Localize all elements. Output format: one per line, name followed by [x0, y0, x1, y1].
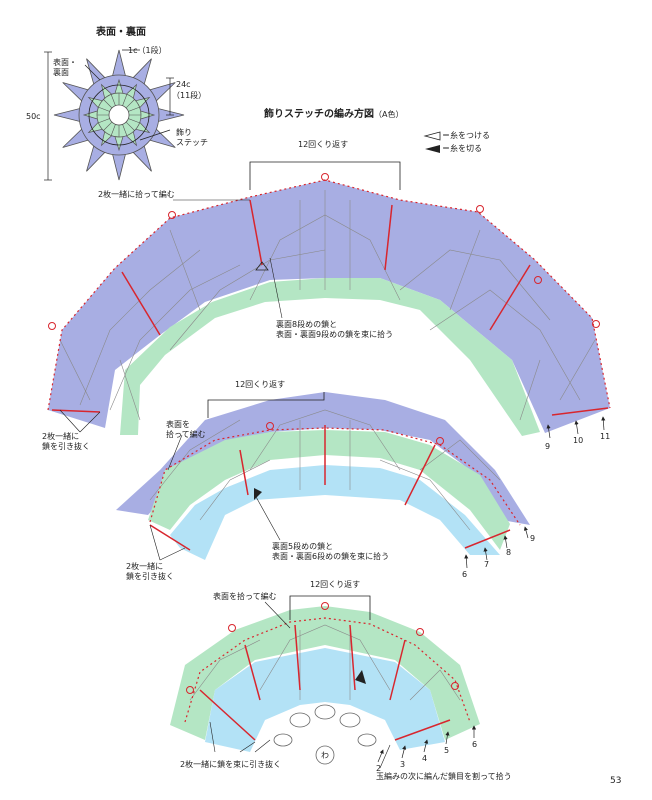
- mid-blue-band: [170, 465, 500, 560]
- mid-row-arrows: [464, 526, 529, 569]
- mid-pull-leader: [149, 524, 186, 561]
- top-purple-band: [48, 180, 610, 433]
- bottom-pull-label: 2枚一緒に鎖を束に引き抜く: [180, 760, 282, 769]
- top-row-11: 11: [600, 432, 611, 441]
- top-row-10: 10: [573, 436, 584, 445]
- mid-pull-label: 2枚一緒に 鎖を引き抜く: [126, 562, 174, 581]
- chart-title-text: 飾りステッチの編み方図: [264, 109, 374, 120]
- chart-title: 飾りステッチの編み方図（A色）: [264, 110, 403, 120]
- page-number: 53: [610, 776, 622, 786]
- thumb-title: 表面・裏面: [96, 27, 146, 38]
- top-row-arrows: [546, 416, 606, 439]
- mid-ring-marks: [266, 422, 444, 445]
- bottom-x-row: [184, 617, 471, 723]
- thumbnail-flower: [44, 49, 185, 181]
- bottom-ring-marks: [186, 602, 459, 694]
- bottom-row-6: 6: [472, 740, 478, 749]
- mid-stitch-lines: [149, 409, 501, 531]
- bottom-repeat-label: 12回くり返す: [310, 580, 361, 589]
- bottom-pick-label: 表面を拾って編む: [213, 592, 277, 601]
- bottom-pull-leader: [209, 721, 271, 753]
- bottom-center: [273, 704, 377, 765]
- mid-note-leader: [254, 494, 281, 541]
- top-note-leader: [269, 257, 283, 319]
- bottom-red-columns: [199, 624, 451, 741]
- bottom-pick-leader: [264, 601, 291, 629]
- legend-cut-icon: [425, 145, 440, 153]
- top-note-label: 裏面8段めの鎖と 表面・裏面9段めの鎖を束に拾う: [276, 320, 394, 339]
- top-pull-label: 2枚一緒に 鎖を引き抜く: [42, 432, 90, 451]
- bottom-row-arrows: [377, 725, 477, 763]
- top-repeat-label: 12回くり返す: [298, 140, 349, 149]
- mid-row-9: 9: [530, 534, 536, 543]
- top-pull-leader: [59, 409, 101, 433]
- bottom-cut-arrow: [355, 670, 366, 684]
- top-ring-marks: [48, 173, 600, 330]
- bottom-row-2: 2: [376, 764, 382, 773]
- mid-red-columns: [149, 425, 511, 551]
- flower-deco-ring: [88, 84, 150, 146]
- top-pick-label: 2枚一緒に拾って編む: [98, 190, 175, 199]
- mid-repeat-bracket: [207, 392, 325, 418]
- bottom-fan: [170, 595, 480, 769]
- mid-note-label: 裏面5段めの鎖と 表面・裏面6段めの鎖を束に拾う: [272, 542, 390, 561]
- mid-cut-icon: [254, 488, 262, 500]
- bottom-blue-band: [205, 648, 445, 752]
- mid-green-band: [148, 430, 510, 550]
- top-row-9: 9: [545, 442, 551, 451]
- mid-repeat-label: 12回くり返す: [235, 380, 286, 389]
- middle-fan: [116, 392, 530, 569]
- flower-center: [108, 104, 130, 126]
- mid-purple-band: [116, 392, 530, 525]
- top-fan: [47, 161, 611, 439]
- thumb-1c-label: 1c（1段）: [128, 46, 167, 55]
- thumb-24c-label: 24c: [176, 80, 191, 89]
- top-repeat-bracket: [249, 161, 401, 190]
- bottom-ring-label: わ: [321, 751, 329, 760]
- bottom-note-leader: [379, 744, 391, 769]
- bottom-row-3: 3: [400, 760, 406, 769]
- mid-row-6: 6: [462, 570, 468, 579]
- top-red-columns: [51, 199, 609, 416]
- legend-attach-icon: [423, 131, 441, 141]
- mid-pick-label: 表面を 拾って編む: [166, 420, 206, 439]
- legend-cut-text: ＝糸を切る: [442, 144, 482, 153]
- mid-row-8: 8: [506, 548, 512, 557]
- thumb-50c-label: 50c: [26, 112, 41, 121]
- legend-attach-text: ＝糸をつける: [442, 131, 490, 140]
- mid-x-row: [149, 427, 521, 526]
- bottom-note-label: 玉編みの次に編んだ鎖目を割って拾う: [376, 772, 512, 781]
- thumb-11-label: （11段）: [172, 91, 207, 100]
- mid-row-7: 7: [484, 560, 490, 569]
- top-stitch-lines: [59, 190, 596, 421]
- thumb-front-back-label: 表面・ 裏面: [53, 58, 77, 77]
- thumb-deco-label: 飾り ステッチ: [176, 128, 208, 147]
- bottom-row-5: 5: [444, 746, 450, 755]
- bottom-row-4: 4: [422, 754, 428, 763]
- bottom-green-band: [170, 606, 480, 740]
- mid-pick-leader: [167, 434, 183, 471]
- top-attach-icon: [255, 261, 269, 271]
- bottom-repeat-bracket: [289, 595, 371, 620]
- top-green-band: [120, 278, 540, 436]
- dimension-lines: [44, 49, 174, 181]
- chart-title-color: （A色）: [374, 110, 404, 119]
